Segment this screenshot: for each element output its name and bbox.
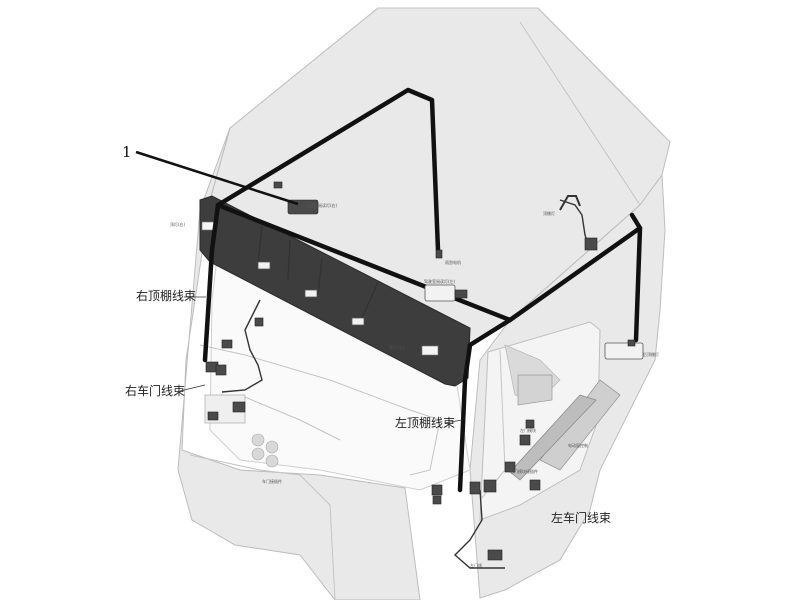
reading-lamp-left <box>424 284 456 302</box>
label-right-roof-lamp: 顶灯(右) <box>170 221 186 227</box>
label-right-roof-harness: 右顶棚线束 <box>136 288 196 303</box>
label-left-lower: 左门线 <box>470 562 482 568</box>
right-dash-wire <box>221 299 263 393</box>
rear-lamp <box>604 342 644 360</box>
label-door-connector: 车门接插件 <box>262 478 282 484</box>
leader-left-roof <box>444 419 463 424</box>
wiring-harnesses <box>202 87 643 493</box>
label-left-door-harness: 左车门线束 <box>551 510 611 525</box>
label-left-roof-lamp: 顶灯(左) <box>389 344 405 350</box>
right-side-drop <box>629 212 643 343</box>
visor-connectors <box>257 261 365 326</box>
label-rear-lamp: 后顶棚灯 <box>643 351 659 357</box>
label-right-reading-lamp: 驾驶室阅读灯(右) <box>306 202 338 208</box>
label-window-switch: 电动窗控制 <box>568 442 588 448</box>
callout-leader <box>135 150 299 206</box>
roof-harness-loop <box>215 87 441 253</box>
callout-number: 1 <box>122 143 132 161</box>
left-front-harness <box>457 342 473 493</box>
components <box>205 181 644 561</box>
leader-right-door <box>179 384 206 392</box>
visor-branches <box>257 224 379 319</box>
sun-visor-panel <box>199 195 471 387</box>
label-right-door-module: 右门模块接插件 <box>510 468 538 474</box>
label-left-reading-lamp: 驾驶室阅读灯(左) <box>424 278 456 284</box>
label-right-door-harness: 右车门线束 <box>125 383 185 398</box>
right-front-harness <box>202 202 221 363</box>
label-left-roof-harness: 左顶棚线束 <box>395 415 455 430</box>
left-door-wire <box>453 489 505 569</box>
visor-lamp-left <box>421 345 439 356</box>
center-roof-drop <box>467 317 513 348</box>
label-left-door-module: 左门模块 <box>520 427 536 433</box>
label-roof-lamp: 顶棚灯 <box>543 210 555 216</box>
label-rain-sensor: 雨刮电机 <box>445 259 461 265</box>
